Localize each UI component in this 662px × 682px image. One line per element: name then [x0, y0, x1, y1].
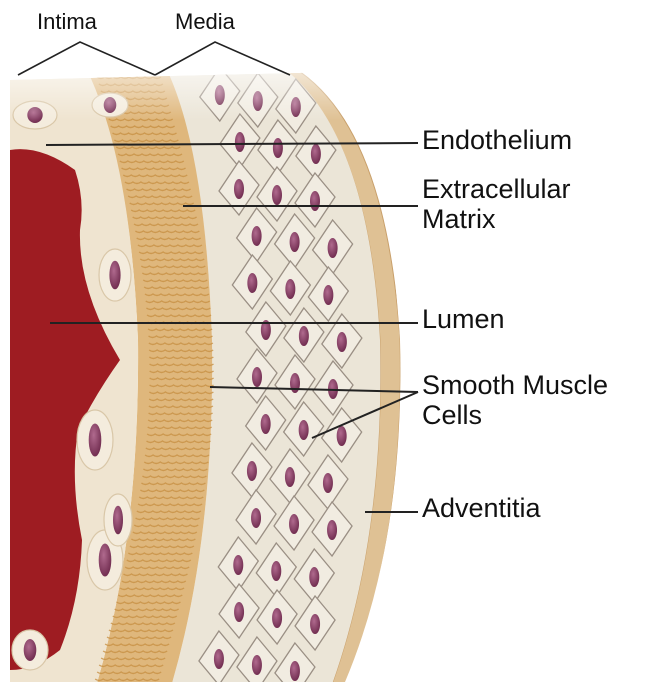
cell-nucleus [328, 238, 338, 258]
cell-nucleus [323, 473, 333, 493]
endothelial-cell [104, 494, 132, 546]
cell-nucleus [271, 561, 281, 581]
cell-nucleus [327, 520, 337, 540]
smooth-muscle-cells-label: Smooth Muscle Cells [422, 370, 608, 430]
lumen-label: Lumen [422, 304, 505, 334]
cell-nucleus [235, 132, 245, 152]
endothelial-cell [77, 410, 113, 470]
cell-nucleus [247, 273, 257, 293]
cell-nucleus [272, 185, 282, 205]
cell-nucleus [252, 655, 262, 675]
cell-nucleus [247, 461, 257, 481]
cell-nucleus [233, 555, 243, 575]
cell-nucleus [272, 608, 282, 628]
cell-nucleus [285, 279, 295, 299]
matrix-fiber [95, 70, 159, 72]
cell-nucleus [261, 414, 271, 434]
cell-nucleus [310, 614, 320, 634]
media-bracket [155, 42, 290, 75]
cell-nucleus [285, 467, 295, 487]
cell-nucleus [337, 426, 347, 446]
cell-nucleus [89, 424, 102, 457]
cell-nucleus [273, 138, 283, 158]
endothelial-cell [12, 630, 48, 670]
smooth-muscle-cells-line-2: Cells [422, 400, 608, 430]
extracellular-matrix-label: Extracellular Matrix [422, 174, 571, 234]
cell-nucleus [290, 661, 300, 681]
cell-nucleus [99, 544, 112, 577]
intima-label: Intima [37, 10, 97, 35]
cell-nucleus [252, 367, 262, 387]
cell-nucleus [290, 232, 300, 252]
cell-nucleus [251, 508, 261, 528]
cell-nucleus [309, 567, 319, 587]
smooth-muscle-cells-line-1: Smooth Muscle [422, 370, 608, 400]
cell-nucleus [24, 639, 37, 661]
cell-nucleus [234, 179, 244, 199]
extracellular-matrix-line-2: Matrix [422, 204, 571, 234]
cell-nucleus [289, 514, 299, 534]
cell-nucleus [252, 226, 262, 246]
intima-bracket [18, 42, 155, 75]
adventitia-label: Adventitia [422, 493, 541, 523]
cell-nucleus [214, 649, 224, 669]
cell-nucleus [310, 191, 320, 211]
media-label: Media [175, 10, 235, 35]
cell-nucleus [113, 506, 123, 535]
cell-nucleus [234, 602, 244, 622]
cell-nucleus [337, 332, 347, 352]
extracellular-matrix-line-1: Extracellular [422, 174, 571, 204]
cell-nucleus [109, 261, 120, 290]
cell-nucleus [299, 420, 309, 440]
cell-nucleus [323, 285, 333, 305]
cell-nucleus [299, 326, 309, 346]
endothelial-cell [99, 249, 131, 301]
cell-nucleus [311, 144, 321, 164]
endothelium-label: Endothelium [422, 125, 572, 155]
